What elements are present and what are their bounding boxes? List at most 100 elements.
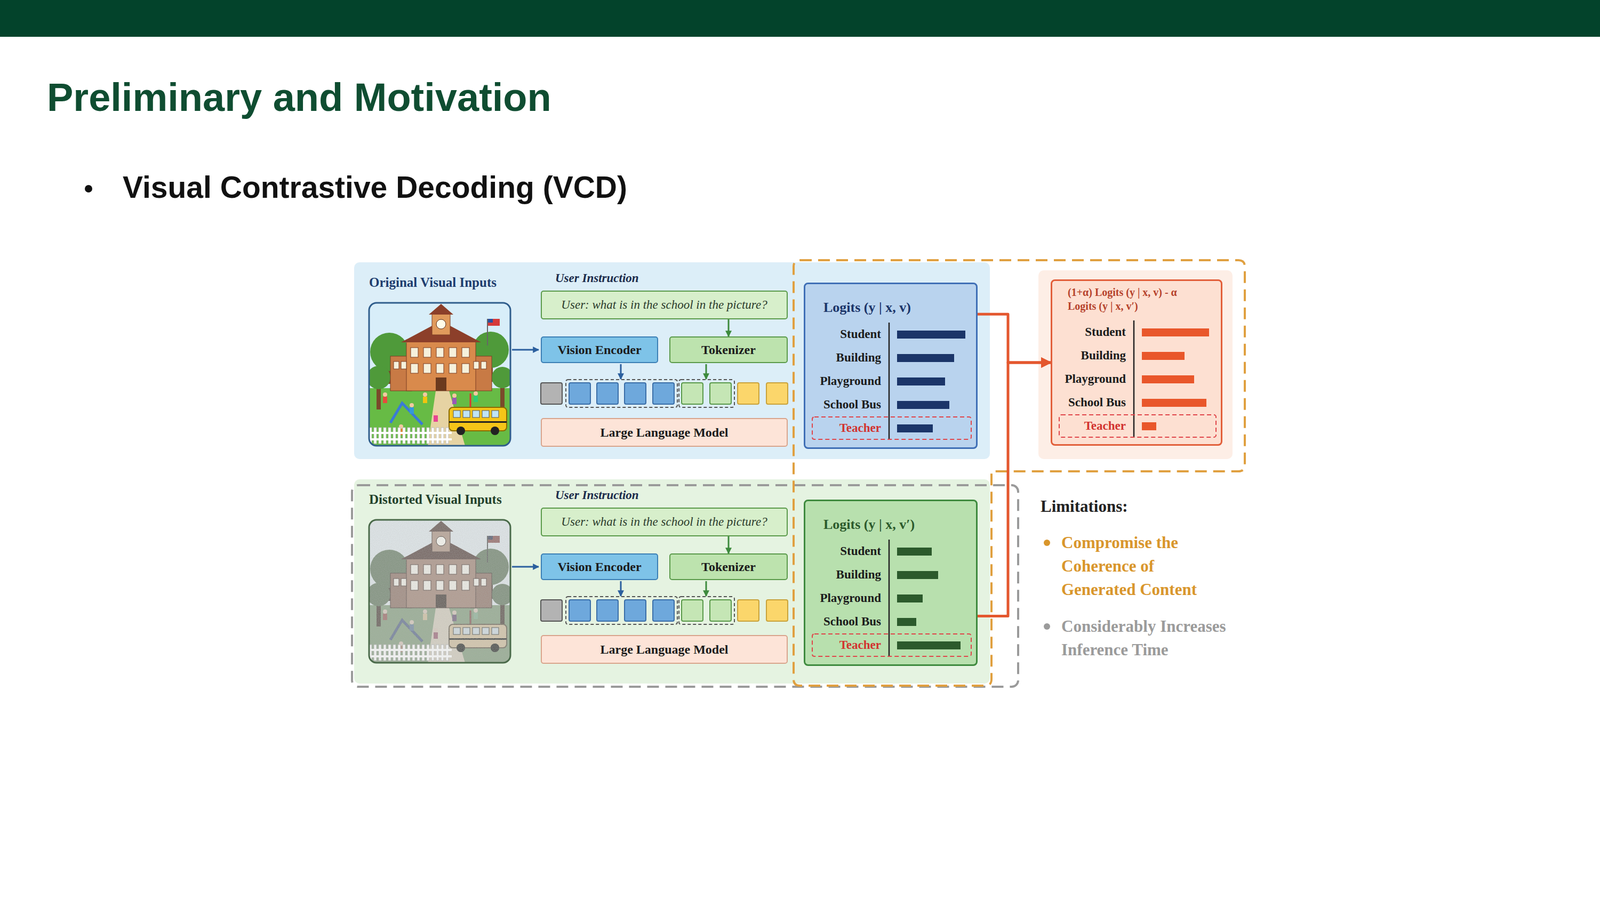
school-bus [449, 407, 507, 436]
bar-label: Building [807, 349, 882, 366]
child-body [422, 396, 428, 404]
token [709, 382, 732, 405]
token [596, 382, 619, 405]
child-body [433, 415, 438, 422]
window [423, 564, 431, 575]
bus-window [491, 627, 499, 635]
logit-bar [897, 641, 961, 650]
highlight-box [812, 634, 972, 657]
child-head [473, 608, 478, 613]
fence-picket [445, 644, 449, 661]
image-border [369, 302, 511, 446]
fence-picket [373, 644, 377, 661]
wheel [456, 426, 466, 436]
logit-bar [897, 401, 950, 410]
input-panel: User InstructionUser: what is in the sch… [354, 262, 990, 460]
instruction-box: User InstructionUser: what is in the sch… [540, 507, 788, 537]
sky [369, 302, 511, 446]
window [410, 580, 419, 591]
fence-picket [431, 427, 435, 444]
bar-label: School Bus [1054, 394, 1126, 411]
token-group [678, 379, 735, 408]
tree-crown [370, 549, 409, 589]
window [449, 347, 457, 358]
bus-window [462, 410, 470, 418]
fence-picket [373, 427, 377, 444]
bus-stripe [449, 638, 507, 640]
token [540, 600, 563, 622]
token [624, 382, 646, 405]
wire-arrow [512, 566, 539, 568]
school-scene [369, 302, 511, 446]
door [435, 594, 447, 608]
clock [436, 536, 446, 547]
bar-label: Playground [1054, 371, 1126, 388]
wire-arrow [620, 581, 622, 597]
bar-chart [805, 501, 980, 775]
box-label: Vision Encoder [557, 342, 642, 358]
child-head [382, 392, 388, 397]
window [481, 578, 487, 587]
wheel [490, 426, 500, 436]
instruction-box: User InstructionUser: what is in the sch… [540, 290, 788, 320]
child-body [452, 614, 457, 622]
token [652, 600, 675, 622]
window [401, 361, 407, 370]
logits-header: Logits (y | x, v′) [823, 516, 915, 533]
fence-picket [402, 644, 406, 661]
slide [390, 403, 423, 425]
window [481, 361, 487, 370]
logit-bar [1141, 328, 1210, 337]
flagpole [486, 318, 488, 346]
fence-picket [383, 427, 387, 444]
bus-window [462, 627, 470, 635]
child-body [382, 396, 388, 404]
logits-box: Logits (y | x, v)StudentBuildingPlaygrou… [803, 282, 978, 450]
connector [728, 319, 730, 337]
fence-picket [412, 427, 415, 444]
token [681, 600, 703, 622]
limitations-heading: Limitations: [1040, 497, 1128, 517]
token [766, 382, 788, 405]
window [410, 564, 419, 575]
slide [390, 620, 423, 642]
panel-heading: Distorted Visual Inputs [369, 492, 502, 508]
fence-picket [441, 644, 444, 661]
connector [977, 314, 1051, 363]
token [540, 382, 563, 405]
child-head [422, 609, 428, 614]
school-scene [369, 520, 511, 663]
token [569, 600, 591, 622]
tree-crown [369, 582, 391, 607]
school-building [406, 340, 476, 391]
window [436, 580, 444, 591]
panel-fill [354, 479, 990, 684]
token-group [678, 596, 735, 625]
logit-bar [897, 618, 917, 627]
logit-bar [1141, 398, 1207, 407]
bar-label: Teacher [1054, 418, 1126, 435]
bar-axis [888, 322, 891, 440]
limitation-item: Compromise the Coherence of Generated Co… [1061, 531, 1227, 602]
bar-axis [1133, 320, 1135, 438]
token [709, 600, 732, 622]
image [366, 520, 514, 663]
box-label: Vision Encoder [557, 560, 642, 575]
token-group [565, 379, 678, 408]
logit-bar [897, 547, 932, 556]
dashed-frame [352, 485, 1019, 687]
instruction-text: User: what is in the school in the pictu… [561, 298, 767, 312]
child-head [452, 610, 457, 615]
child-head [409, 620, 414, 625]
logit-bar [897, 354, 955, 363]
dashed-frame [793, 260, 1245, 686]
token [737, 382, 759, 405]
tree-crown [491, 366, 511, 389]
highlight-box [812, 417, 972, 440]
window [423, 363, 431, 374]
child-head [473, 391, 478, 396]
flag [488, 536, 493, 540]
wheel [490, 643, 500, 653]
logit-bar [897, 377, 946, 386]
box-label: Large Language Model [600, 642, 729, 658]
